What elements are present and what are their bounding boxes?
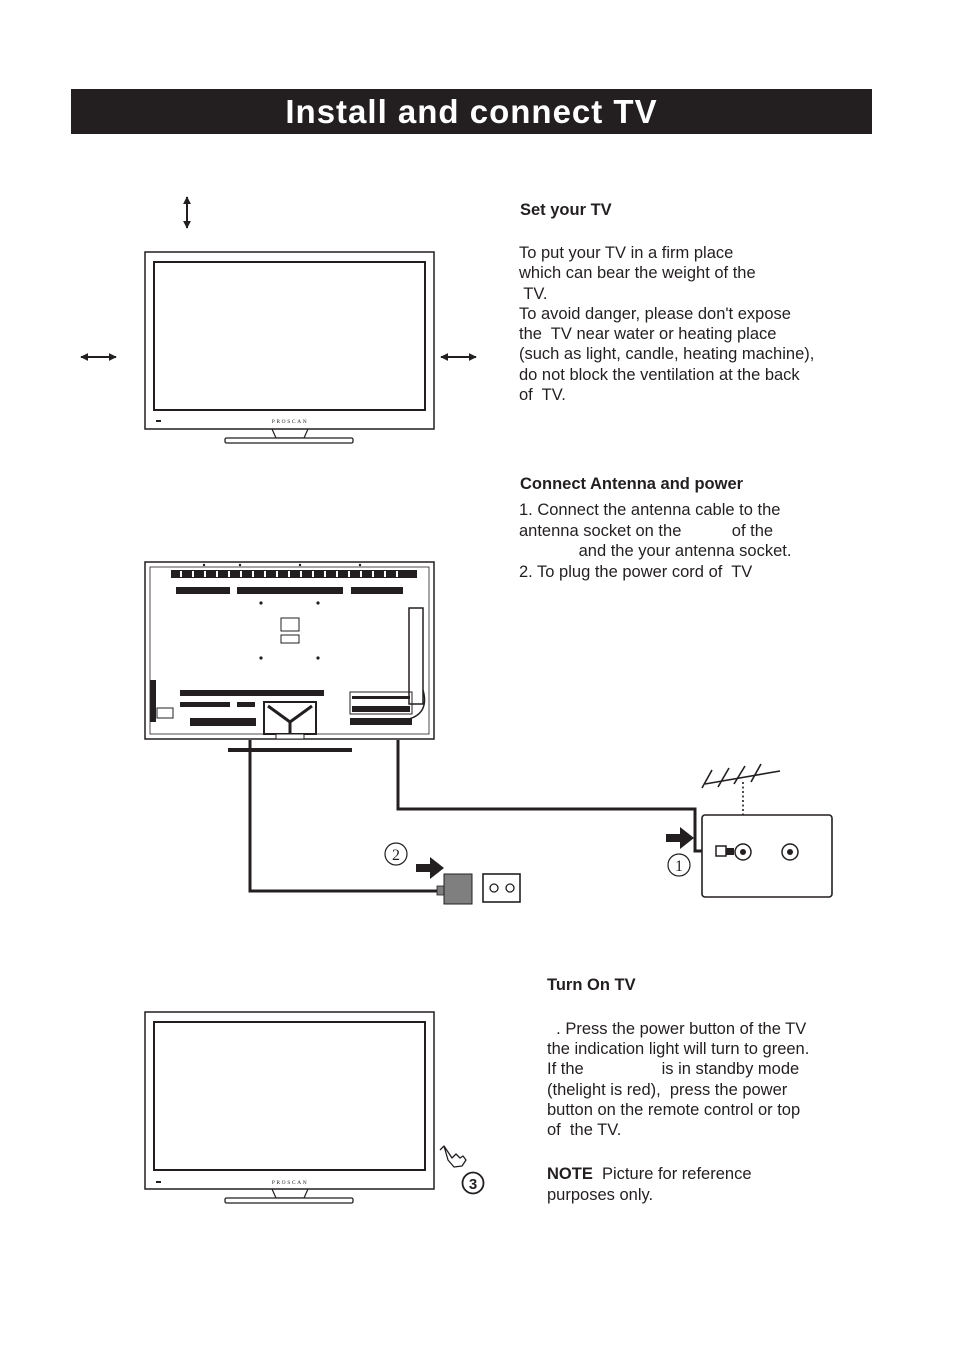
- page-title: Install and connect TV: [285, 93, 658, 130]
- solid-arrow-right-icon: [416, 857, 444, 879]
- turn-on-line: button on the remote control or top: [547, 1101, 801, 1119]
- turn-on-line: (thelight is red), press the power: [547, 1081, 788, 1099]
- antenna-icon: [701, 763, 781, 846]
- power-cable: [248, 740, 446, 893]
- turn-on-heading: Turn On TV: [547, 976, 636, 994]
- solid-arrow-right-icon: [666, 827, 694, 849]
- power-plug-icon: [436, 873, 473, 905]
- step-1-number: 1: [675, 858, 683, 875]
- set-tv-line: which can bear the weight of the: [519, 264, 756, 282]
- connect-line: antenna socket on the of the: [519, 522, 774, 540]
- pointing-hand-icon: [439, 1145, 467, 1168]
- step-2-marker: 2: [384, 842, 408, 866]
- tv-brand-logo: PROSCAN: [272, 1180, 309, 1186]
- note-label: NOTE: [547, 1165, 593, 1183]
- turn-on-line: If the is in standby mode: [547, 1060, 800, 1078]
- step-3-number: 3: [469, 1176, 477, 1193]
- step-1-marker: 1: [667, 853, 691, 877]
- title-banner: Install and connect TV: [71, 89, 872, 134]
- set-tv-line: the TV near water or heating place: [519, 325, 777, 343]
- set-tv-heading: Set your TV: [520, 201, 612, 219]
- set-tv-line: To put your TV in a firm place: [519, 244, 734, 262]
- turn-on-line: of the TV.: [547, 1121, 622, 1139]
- connect-line: 2. To plug the power cord of TV: [519, 563, 753, 581]
- tv-front-figure: PROSCAN: [144, 1011, 435, 1204]
- connect-heading: Connect Antenna and power: [520, 475, 744, 493]
- set-tv-line: TV.: [519, 285, 548, 303]
- tv-rear-figure: [144, 561, 435, 752]
- connect-line: and the your antenna socket.: [519, 542, 792, 560]
- wall-outlet: [482, 873, 521, 903]
- set-tv-line: do not block the ventilation at the back: [519, 366, 800, 384]
- step-2-number: 2: [392, 847, 400, 864]
- set-tv-line: To avoid danger, please don't expose: [519, 305, 791, 323]
- set-tv-line: (such as light, candle, heating machine)…: [519, 345, 815, 363]
- tv-brand-logo: PROSCAN: [272, 419, 309, 425]
- note-line-2: purposes only.: [547, 1186, 654, 1204]
- connect-line: 1. Connect the antenna cable to the: [519, 501, 781, 519]
- note-text: Picture for reference: [592, 1165, 752, 1183]
- wall-socket-icon: [701, 814, 833, 898]
- turn-on-line: . Press the power button of the TV: [547, 1020, 807, 1038]
- set-tv-line: of TV.: [519, 386, 566, 404]
- turn-on-line: the indication light will turn to green.: [547, 1040, 810, 1058]
- step-3-marker: 3: [461, 1171, 485, 1195]
- tv-front-figure: PROSCAN: [144, 251, 435, 444]
- note: NOTE Picture for reference: [547, 1164, 752, 1184]
